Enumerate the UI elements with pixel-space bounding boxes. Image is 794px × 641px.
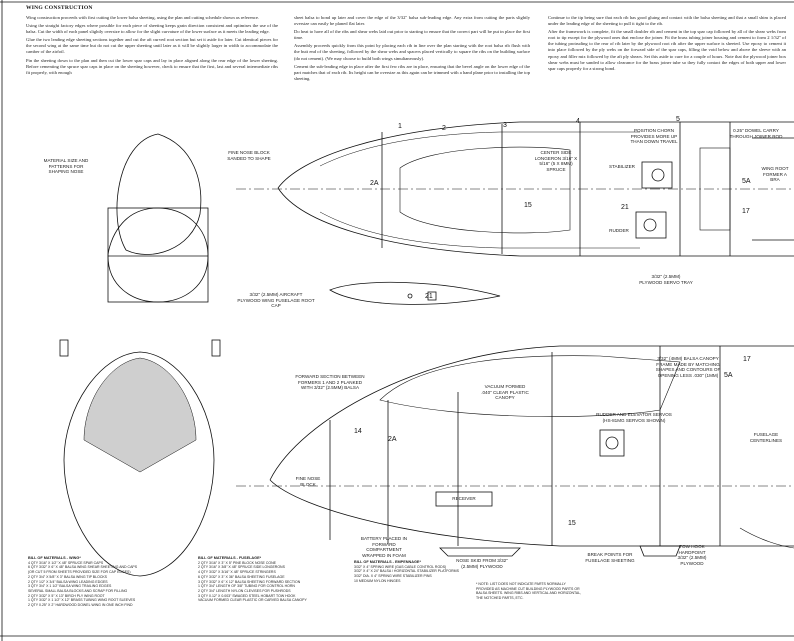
bom-item: 6 QTY 3/32" x 6" x 48" BALSA WING SHEAR … bbox=[28, 565, 138, 570]
part-number: 4 bbox=[576, 118, 580, 125]
label-rudder: RUDDER bbox=[609, 228, 629, 233]
bom-item: 3/32" x 4" SPRING WIRE (GAS CABLE CONTRO… bbox=[354, 564, 447, 569]
bom-item: 3 QTY 3/32" x 6" x 12" BALSA SHEETING FO… bbox=[198, 579, 301, 584]
bom-item: 3/32" DIA. x 4" SPRING WIRE STABILIZER P… bbox=[354, 574, 432, 579]
bom-item: 2 QTY 3/4" x 5/8" x 3" BALSA WING TIP BL… bbox=[28, 574, 108, 579]
nose-pattern-circle bbox=[107, 207, 209, 303]
label-rudder-elevator-servos: RUDDER AND ELEVATOR SERVOS (HS-81MG SERV… bbox=[596, 412, 672, 423]
label-center-side-longeron: CENTER SIDE LONGERON 3/16" x 5/16" (5 x … bbox=[534, 150, 578, 172]
bom-item: 2 QTY 1/2" x 3/4" BALSA WING LEADING EDG… bbox=[28, 579, 108, 584]
wing-joiner-block bbox=[699, 147, 731, 231]
bom-item: 2 QTY 3/4" LENGTH NYLON CLEVISES FOR PUS… bbox=[198, 588, 291, 593]
paragraph: Do heat to have all of the ribs and shea… bbox=[294, 29, 530, 41]
part-number: 15 bbox=[524, 202, 532, 209]
nose-skid bbox=[439, 547, 521, 557]
label-balsa-canopy: 3/32" (4mm) BALSA CANOPY FRAME MADE BY M… bbox=[655, 356, 721, 378]
bom-empennage: BILL OF MATERIALS - EMPENNAGE* 3/32" x 4… bbox=[354, 560, 459, 584]
bom-wing: BILL OF MATERIALS - WING* 4 QTY 3/16" x … bbox=[28, 556, 137, 608]
label-fine-nose-block-side: FINE NOSE BLOCK bbox=[295, 476, 321, 487]
servo-rudder bbox=[635, 211, 667, 239]
bom-item: 3/32" x 4" x 24" BALSA / HORIZONTAL STAB… bbox=[354, 569, 459, 574]
part-number: 14 bbox=[354, 428, 362, 435]
cross-section-inner bbox=[83, 357, 197, 473]
label-battery: BATTERY PLACED IN FORWARD COMPARTMENT WR… bbox=[360, 536, 408, 558]
part-number: 2 bbox=[442, 125, 446, 132]
paragraph: Pin the sheeting down to the plan and th… bbox=[26, 57, 278, 75]
label-material-size: MATERIAL SIZE AND PATTERNS FOR SHAPING N… bbox=[43, 158, 89, 175]
bom-item: 10 MEDIUM NYLON HINGES bbox=[354, 578, 401, 583]
bom-fuselage: BILL OF MATERIALS - FUSELAGE* 2 QTY 3/16… bbox=[198, 556, 307, 603]
servo-stabilizer bbox=[641, 161, 673, 189]
bom-item: 2 QTY 3/32" x 5" x 13" BIRCH PLY WING RO… bbox=[28, 593, 105, 598]
part-number: 2A bbox=[388, 436, 397, 443]
label-receiver: RECEIVER bbox=[452, 496, 476, 501]
bom-item: 1 QTY 3/32" x 1 1/2" x 12" BRASS TUBING … bbox=[28, 598, 136, 603]
label-stabilizer: STABILIZER bbox=[609, 164, 635, 169]
label-aircraft-plywood: 3/32" (2.5mm) AIRCRAFT PLYWOOD WING FUSE… bbox=[237, 292, 315, 309]
text-column-3: Continue to the tip being sure that each… bbox=[548, 15, 786, 74]
label-vacuum-canopy: VACUUM FORMED .040" CLEAR PLASTIC CANOPY bbox=[481, 384, 529, 401]
part-number: 17 bbox=[742, 208, 750, 215]
paragraph: Glue the two leading edge sheeting secti… bbox=[26, 37, 278, 55]
bom-item: 2 QTY 0.25" x 2" HARDWOOD DOWEL WING IN … bbox=[28, 603, 133, 608]
text-column-1: Wing construction proceeds with first cu… bbox=[26, 15, 278, 78]
label-fuselage-centerlines: FUSELAGE CENTERLINES bbox=[749, 432, 783, 443]
part-number: 21 bbox=[621, 204, 629, 211]
bom-item: 6 QTY 3/32" x 3" x 36" BALSA SHEETING FU… bbox=[198, 574, 285, 579]
label-position-horn: POSITION CHORN PROVIDES MORE UP THAN DOW… bbox=[630, 128, 678, 145]
canopy-top bbox=[399, 146, 571, 234]
paragraph: After the framework is complete, fit the… bbox=[548, 29, 786, 71]
label-servo-tray: 3/32" (2.5mm) PLYWOOD SERVO TRAY bbox=[639, 274, 693, 285]
label-dowel-carry: 0.25" DOWEL CARRY THROUGH JOINER ROD bbox=[729, 128, 783, 139]
part-number: 5A bbox=[724, 372, 733, 379]
label-forward-section: FORWARD SECTION BETWEEN FORMERS 1 AND 2 … bbox=[295, 374, 365, 391]
fuselage-top-outline bbox=[277, 121, 794, 257]
label-break-points: BREAK POINTS FOR FUSELAGE SHEETING bbox=[585, 552, 635, 563]
paragraph: Assembly proceeds quickly from this poin… bbox=[294, 43, 530, 61]
label-tow-hook: TOW HOOK HARDPOINT 3/32" (2.5mm) PLYWOOD bbox=[677, 544, 707, 566]
bom-item: 1 QTY 3/4" LENGTH OF 3/8" TUBING FOR CON… bbox=[198, 584, 295, 589]
bom-item: 2 QTY 3/16" x 3" x 5" PINE BLOCK NOSE CO… bbox=[198, 560, 276, 565]
label-nose-skid: NOSE SKID FROM 3/32" (2.5mm) PLYWOOD bbox=[456, 558, 508, 569]
bom-note: * NOTE: LIST DOES NOT INDICATE PARTS NOR… bbox=[476, 582, 582, 601]
root-cap-airfoil bbox=[329, 281, 501, 305]
paragraph: sheet balsa to bond up later and cover t… bbox=[294, 15, 530, 27]
bom-item: 3 QTY 0.12" x 0.003" SWAGED STEEL HOBART… bbox=[198, 593, 296, 598]
paragraph: Wing construction proceeds with first cu… bbox=[26, 15, 260, 20]
wing-construction-title: WING CONSTRUCTION bbox=[26, 5, 93, 11]
fuselage-cross-section bbox=[63, 351, 215, 577]
paragraph: Cement the sub-leading edge in place aft… bbox=[294, 63, 530, 81]
part-number: 21 bbox=[425, 293, 433, 300]
text-column-2: sheet balsa to bond up later and cover t… bbox=[294, 15, 530, 84]
bom-item: SEVERAL SMALL BALSA BLOCKS AND SCRAP FOR… bbox=[28, 588, 128, 593]
nose-pattern-ellipse bbox=[116, 133, 202, 255]
fuselage-side-outline bbox=[269, 345, 794, 547]
bom-wing-title: BILL OF MATERIALS - WING* bbox=[28, 556, 81, 560]
part-number: 3 bbox=[503, 122, 507, 129]
label-wing-root: WING ROOT FORMER A BRA bbox=[761, 166, 789, 183]
bom-item: 4 QTY 3/32" x 3/16" x 48" SPRUCE STRINGE… bbox=[198, 570, 276, 575]
paragraph: Continue to the tip being sure that each… bbox=[548, 15, 786, 27]
part-number: 5A bbox=[742, 178, 751, 185]
part-number: 15 bbox=[568, 520, 576, 527]
part-number: 5 bbox=[676, 116, 680, 123]
bom-item: (OR CUT 5 FROM SHEETS PROVIDED SIZE FOR … bbox=[28, 570, 131, 575]
part-number: 17 bbox=[743, 356, 751, 363]
part-number: 2A bbox=[370, 180, 379, 187]
bom-item: 2 QTY 3/16" x 3/8" x 48" SPRUCE SIDE LON… bbox=[198, 565, 285, 570]
label-fine-nose-block: FINE NOSE BLOCK SANDED TO SHAPE bbox=[227, 150, 271, 161]
bom-item: 4 QTY 3/16" x 1/2" x 48" SPRUCE SPAR CAP… bbox=[28, 560, 104, 565]
part-number: 1 bbox=[398, 123, 402, 130]
bom-item: VACUUM FORMED CLEAR PLASTIC OR CARVED BA… bbox=[198, 598, 307, 603]
receiver-box bbox=[435, 491, 493, 507]
tow-hook-plate bbox=[639, 545, 681, 557]
bom-fuselage-title: BILL OF MATERIALS - FUSELAGE* bbox=[198, 556, 262, 560]
bom-empennage-title: BILL OF MATERIALS - EMPENNAGE* bbox=[354, 560, 421, 564]
paragraph: Using the straight factory edges where p… bbox=[26, 23, 278, 35]
bom-item: 3 QTY 3/4" x 1 1/2" BALSA WING TRAILING … bbox=[28, 584, 112, 589]
servo-side bbox=[599, 429, 625, 457]
